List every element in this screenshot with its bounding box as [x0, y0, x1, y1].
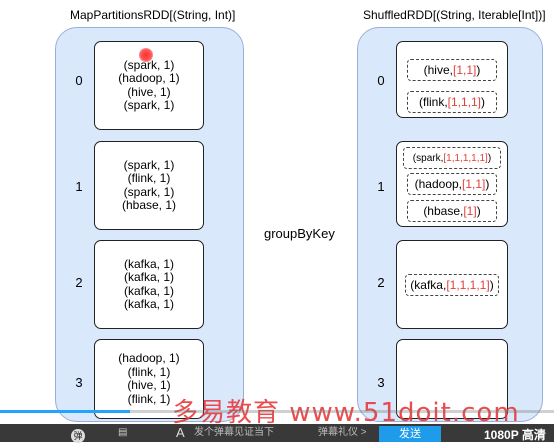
- record-key: (spark,: [412, 152, 444, 164]
- grouped-record: (hive, [1,1]): [407, 59, 497, 81]
- shuffled-rdd-container: 0 (hive, [1,1]) (flink, [1,1,1]) 1 (spar…: [357, 27, 543, 422]
- grouped-record: (hbase, [1]): [407, 200, 497, 222]
- left-partition-3: (hadoop, 1) (flink, 1) (hive, 1) (flink,…: [94, 339, 204, 419]
- right-partition-3: [396, 339, 508, 419]
- right-partition-index-0: 0: [377, 73, 385, 88]
- danmu-input[interactable]: 发个弹幕见证当下: [194, 427, 274, 438]
- left-partition-2: (kafka, 1) (kafka, 1) (kafka, 1) (kafka,…: [94, 240, 204, 329]
- record-values: [1]: [463, 204, 477, 218]
- record-values: [1,1,1,1]: [446, 278, 490, 292]
- record: (kafka, 1): [123, 256, 174, 271]
- record: (flink, 1): [127, 391, 171, 406]
- record: (hadoop, 1): [118, 351, 180, 365]
- record: (spark, 1): [123, 157, 175, 172]
- grouped-record: (hadoop, [1,1]): [407, 173, 497, 195]
- grouped-record: (spark, [1,1,1,1,1]): [403, 147, 501, 169]
- right-rdd-title: ShuffledRDD[(String, Iterable[Int])]: [363, 8, 546, 22]
- watermark: 多易教育 www.51doit.com: [172, 398, 520, 428]
- record-key: (hive,: [423, 63, 453, 77]
- record-values: [1,1,1,1,1]: [443, 152, 488, 164]
- grouped-record: (flink, [1,1,1]): [407, 91, 497, 113]
- right-partition-0: (hive, [1,1]) (flink, [1,1,1]): [396, 41, 508, 118]
- left-rdd-title: MapPartitionsRDD[(String, Int)]: [70, 8, 236, 22]
- record-close: ): [476, 63, 481, 77]
- record-close: ): [485, 177, 490, 191]
- record: (kafka, 1): [123, 283, 174, 298]
- record-close: ): [487, 152, 492, 164]
- record: (kafka, 1): [123, 297, 174, 311]
- danmu-toggle-button[interactable]: 弹: [71, 429, 85, 443]
- record: (spark, 1): [123, 57, 175, 72]
- send-danmu-button[interactable]: 发送: [379, 426, 441, 442]
- right-partition-index-3: 3: [377, 375, 385, 390]
- record: (kafka, 1): [123, 270, 174, 284]
- record: (hadoop, 1): [118, 71, 180, 85]
- record-close: ): [476, 204, 481, 218]
- left-partition-index-2: 2: [75, 275, 83, 290]
- record-key: (kafka,: [410, 278, 447, 292]
- record-close: ): [481, 95, 486, 109]
- video-progress-track[interactable]: [0, 410, 554, 413]
- left-partition-index-0: 0: [75, 73, 83, 88]
- record: (hive, 1): [127, 378, 171, 392]
- record-key: (hadoop,: [414, 177, 462, 191]
- record-close: ): [489, 278, 494, 292]
- left-partition-1: (spark, 1) (flink, 1) (spark, 1) (hbase,…: [94, 141, 204, 230]
- grouped-record: (kafka, [1,1,1,1]): [405, 274, 499, 296]
- quality-selector[interactable]: 1080P 高清: [484, 428, 546, 442]
- record: (spark, 1): [123, 98, 175, 112]
- record-values: [1,1]: [462, 177, 486, 191]
- record: (hive, 1): [127, 84, 171, 99]
- right-partition-2: (kafka, [1,1,1,1]): [396, 240, 508, 329]
- record-values: [1,1]: [452, 63, 477, 77]
- record-values: [1,1,1]: [447, 95, 482, 109]
- record-key: (flink,: [418, 95, 448, 109]
- left-partition-index-1: 1: [75, 179, 83, 194]
- right-partition-index-1: 1: [377, 179, 385, 194]
- danmu-etiquette-link[interactable]: 弹幕礼仪 >: [318, 427, 367, 438]
- map-partitions-rdd-container: 0 (spark, 1) (hadoop, 1) (hive, 1) (spar…: [55, 27, 244, 422]
- group-by-key-label: groupByKey: [264, 226, 335, 241]
- subtitle-settings-icon[interactable]: ▤: [118, 427, 128, 438]
- right-partition-1: (spark, [1,1,1,1,1]) (hadoop, [1,1]) (hb…: [396, 141, 508, 227]
- record: (flink, 1): [127, 171, 171, 185]
- record: (spark, 1): [123, 184, 175, 199]
- video-progress-fill[interactable]: [0, 410, 131, 413]
- record: (hbase, 1): [121, 198, 177, 212]
- record: (flink, 1): [127, 364, 171, 379]
- cursor-highlight-icon: [139, 48, 153, 62]
- record-key: (hbase,: [423, 204, 464, 218]
- right-partition-index-2: 2: [377, 275, 385, 290]
- danmu-style-icon[interactable]: A: [176, 425, 185, 440]
- left-partition-index-3: 3: [75, 375, 83, 390]
